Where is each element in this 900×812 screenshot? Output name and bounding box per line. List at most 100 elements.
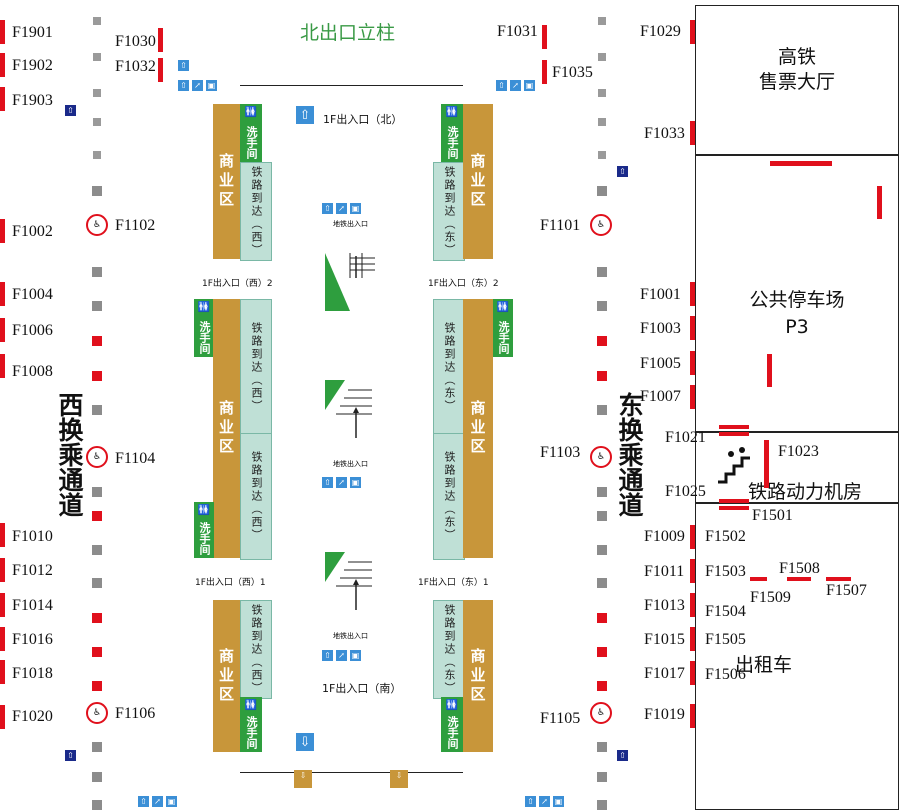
gate-label[interactable]: F1020 xyxy=(12,708,53,725)
pillar xyxy=(92,772,102,782)
gate-label[interactable]: F1103 xyxy=(540,444,581,461)
business-label: 商业区 xyxy=(217,153,235,210)
gate-label[interactable]: F1032 xyxy=(115,58,156,75)
rail-arrival-area: 铁路到达（东） xyxy=(433,433,465,560)
door-marker xyxy=(719,506,749,510)
gate-label[interactable]: F1004 xyxy=(12,286,53,303)
exit-west-2[interactable]: 1F出入口（西）2 xyxy=(202,279,273,289)
pillar xyxy=(598,89,606,97)
exit-east-2[interactable]: 1F出入口（东）2 xyxy=(428,279,499,289)
gate-label[interactable]: F1007 xyxy=(640,388,681,405)
gate-label[interactable]: F1001 xyxy=(640,286,681,303)
toilet-icon: 🚻 xyxy=(445,700,459,711)
pillar xyxy=(597,267,607,277)
gate-label[interactable]: F1011 xyxy=(644,563,685,580)
gate-label[interactable]: F1507 xyxy=(826,582,867,599)
north-exit-title: 北出口立柱 xyxy=(300,22,396,44)
exit-icon: ⇩ xyxy=(294,770,312,788)
gate-label[interactable]: F1016 xyxy=(12,631,53,648)
gate-label[interactable]: F1031 xyxy=(497,23,538,40)
gate-label[interactable]: F1023 xyxy=(778,443,819,460)
gate-label[interactable]: F1025 xyxy=(665,483,706,500)
gate-label[interactable]: F1006 xyxy=(12,322,53,339)
gate-label[interactable]: F1015 xyxy=(644,631,685,648)
toilet-icon[interactable]: ♿ xyxy=(590,446,612,468)
metro-icon: ⇧ xyxy=(178,60,189,71)
exit-west-1[interactable]: 1F出入口（西）1 xyxy=(195,578,266,588)
exit-south[interactable]: 1F出入口（南） xyxy=(322,682,402,695)
pillar xyxy=(92,545,102,555)
gate-label[interactable]: F1508 xyxy=(779,560,820,577)
gate-label[interactable]: F1003 xyxy=(640,320,681,337)
gate-label[interactable]: F1017 xyxy=(644,665,685,682)
business-area: 商业区 xyxy=(463,299,493,558)
gate-marker xyxy=(0,354,5,378)
gate-marker xyxy=(0,318,5,342)
door-marker xyxy=(750,577,767,581)
gate-label[interactable]: F1018 xyxy=(12,665,53,682)
business-area: 商业区 xyxy=(463,104,493,259)
gate-label[interactable]: F1502 xyxy=(705,528,746,545)
gate-label[interactable]: F1029 xyxy=(640,23,681,40)
exit-icon[interactable]: ⇩ xyxy=(296,733,314,751)
toilet-icon[interactable]: ♿ xyxy=(86,702,108,724)
gate-label[interactable]: F1005 xyxy=(640,355,681,372)
gate-label[interactable]: F1021 xyxy=(665,429,706,446)
gate-marker xyxy=(0,20,5,44)
exit-east-1[interactable]: 1F出入口（东）1 xyxy=(418,578,489,588)
gate-marker xyxy=(0,219,5,243)
gate-marker xyxy=(0,558,5,582)
metro-stairs-north: 地铁出入口 xyxy=(325,219,375,311)
gate-label[interactable]: F1506 xyxy=(705,666,746,683)
metro-icon: ⇧ xyxy=(496,80,507,91)
toilet-icon[interactable]: ♿ xyxy=(86,214,108,236)
gate-label[interactable]: F1014 xyxy=(12,597,53,614)
gate-label[interactable]: F1902 xyxy=(12,57,53,74)
gate-marker xyxy=(542,25,547,49)
metro-entrance-label: 地铁出入口 xyxy=(333,219,368,228)
gate-label[interactable]: F1012 xyxy=(12,562,53,579)
rail-arrival-label: 铁路到达（东） xyxy=(443,604,456,695)
west-transfer-channel: 西换乘通道 xyxy=(52,392,84,517)
gate-label[interactable]: F1030 xyxy=(115,33,156,50)
pillar xyxy=(598,118,606,126)
gate-label[interactable]: F1503 xyxy=(705,563,746,580)
pillar xyxy=(597,742,607,752)
gate-label[interactable]: F1101 xyxy=(540,217,581,234)
exit-icon[interactable]: ⇧ xyxy=(296,106,314,124)
gate-label[interactable]: F1033 xyxy=(644,125,685,142)
gate-label[interactable]: F1010 xyxy=(12,528,53,545)
metro-entrance-label: 地铁出入口 xyxy=(333,459,368,468)
power-room xyxy=(695,432,899,503)
gate-label[interactable]: F1019 xyxy=(644,706,685,723)
gate-label[interactable]: F1035 xyxy=(552,64,593,81)
gate-label[interactable]: F1008 xyxy=(12,363,53,380)
gate-label[interactable]: F1106 xyxy=(115,705,156,722)
gate-marker xyxy=(690,351,695,375)
gate-label[interactable]: F1504 xyxy=(705,603,746,620)
gate-label[interactable]: F1901 xyxy=(12,24,53,41)
gate-label[interactable]: F1509 xyxy=(750,589,791,606)
toilet-icon[interactable]: ♿ xyxy=(590,702,612,724)
pillar xyxy=(93,53,101,61)
gate-label[interactable]: F1102 xyxy=(115,217,156,234)
east-channel-label: 东换乘通道 xyxy=(615,392,644,517)
gate-label[interactable]: F1903 xyxy=(12,92,53,109)
toilet-icon[interactable]: ♿ xyxy=(590,214,612,236)
pillar xyxy=(597,487,607,497)
gate-label[interactable]: F1501 xyxy=(752,507,793,524)
pillar xyxy=(597,545,607,555)
washroom-label: 洗手间 xyxy=(446,716,459,749)
toilet-icon[interactable]: ♿ xyxy=(86,446,108,468)
metro-icon: ⇧ xyxy=(525,796,536,807)
south-wall xyxy=(240,752,463,773)
elevator-icon: ▣ xyxy=(206,80,217,91)
gate-label[interactable]: F1105 xyxy=(540,710,581,727)
gate-label[interactable]: F1104 xyxy=(115,450,156,467)
gate-label[interactable]: F1009 xyxy=(644,528,685,545)
gate-label[interactable]: F1002 xyxy=(12,223,53,240)
gate-label[interactable]: F1505 xyxy=(705,631,746,648)
exit-north[interactable]: 1F出入口（北） xyxy=(323,113,403,126)
gate-label[interactable]: F1013 xyxy=(644,597,685,614)
